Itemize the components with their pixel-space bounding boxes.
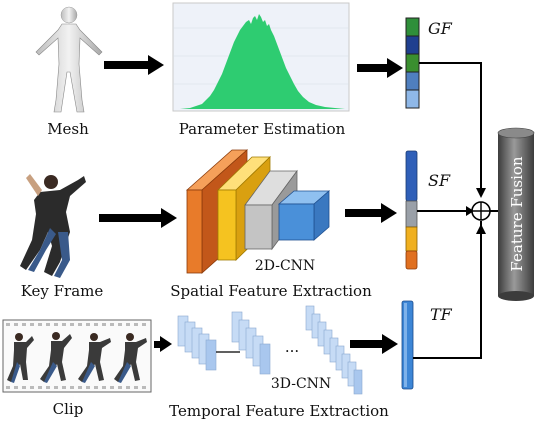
feature-fusion-label: Feature Fusion [508,156,526,272]
tf-join-arrowhead [476,224,486,234]
sf-label: SF [428,171,451,190]
histogram-to-gf-arrow [357,58,403,78]
histogram-distribution [180,14,345,109]
fusion-operator [471,201,491,221]
parameter-histogram [172,2,350,112]
keyframe-to-2dcnn-arrow [99,208,177,228]
tf-label: TF [430,305,453,324]
2dcnn-to-sf-arrow [345,203,397,223]
sf-feature-vector [405,150,418,270]
mesh-label: Mesh [47,120,89,138]
temporal-feature-label: Temporal Feature Extraction [169,402,389,420]
cnn2d-block-blue [277,190,331,241]
fusion-connectors [413,62,498,359]
clip-frame-person-2 [40,332,72,383]
clip-frame-person-1 [7,333,34,383]
key-frame-label: Key Frame [21,282,104,300]
cnn3d-ellipsis: ... [285,338,299,356]
gf-label: GF [428,19,453,38]
clip-to-3dcnn-arrow [154,336,172,352]
parameter-estimation-label: Parameter Estimation [179,120,346,138]
key-frame-person [20,174,86,278]
gf-join-arrowhead [476,188,486,198]
cnn2d-label: 2D-CNN [255,258,315,274]
clip-frame-person-3 [78,333,111,383]
cnn3d-stack-1 [177,315,217,371]
mesh-figure [35,6,103,113]
tf-feature-vector [401,300,414,390]
gf-feature-vector [405,17,420,109]
mesh-to-histogram-arrow [104,55,164,75]
spatial-feature-label: Spatial Feature Extraction [170,282,372,300]
cnn3d-label: 3D-CNN [271,376,331,392]
3dcnn-to-tf-arrow [350,334,398,354]
clip-filmstrip [2,319,152,393]
clip-label: Clip [53,400,84,418]
cnn3d-stack-2 [231,311,271,375]
clip-frame-person-4 [114,333,147,383]
cnn3d-stack-3 [305,305,363,395]
sf-join-arrowhead [466,206,474,216]
feature-fusion-cylinder: Feature Fusion [497,127,535,301]
